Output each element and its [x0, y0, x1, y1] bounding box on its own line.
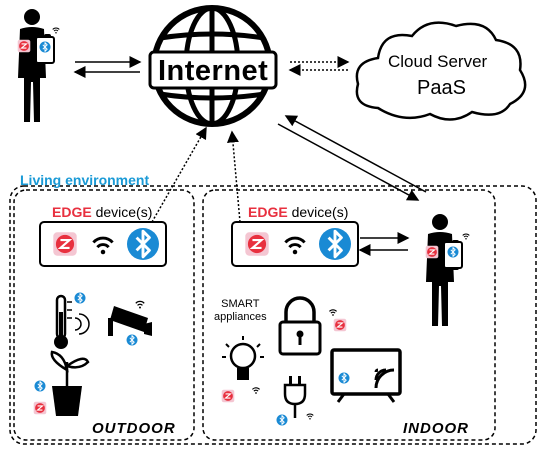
person-icon — [17, 9, 60, 122]
zigbee-icon — [244, 231, 270, 257]
paas-label: PaaS — [417, 77, 466, 99]
lock-icon — [278, 296, 347, 356]
internet-label: Internet — [158, 55, 269, 87]
bluetooth-icon — [317, 226, 353, 262]
plug-icon — [276, 376, 314, 426]
thermometer-icon — [54, 292, 90, 349]
globe-icon — [148, 5, 278, 127]
bluetooth-icon — [125, 226, 161, 262]
bulb-icon — [221, 336, 264, 403]
outdoor-label: OUTDOOR — [92, 420, 176, 437]
edge-device-outdoor — [39, 221, 167, 267]
edge-device-outdoor-label: EDGE device(s) — [52, 204, 153, 220]
tv-icon — [330, 348, 402, 403]
cloud-server-label: Cloud Server — [388, 52, 488, 71]
edge-device-indoor — [231, 221, 359, 267]
person-icon — [425, 214, 470, 326]
cloud-icon — [355, 21, 527, 121]
edge-device-indoor-label: EDGE device(s) — [248, 204, 349, 220]
cctv-camera-icon — [108, 300, 152, 346]
plant-icon — [33, 350, 90, 416]
indoor-label: INDOOR — [403, 420, 469, 437]
zigbee-icon — [52, 231, 78, 257]
living-environment-label: Living environment — [20, 172, 150, 188]
